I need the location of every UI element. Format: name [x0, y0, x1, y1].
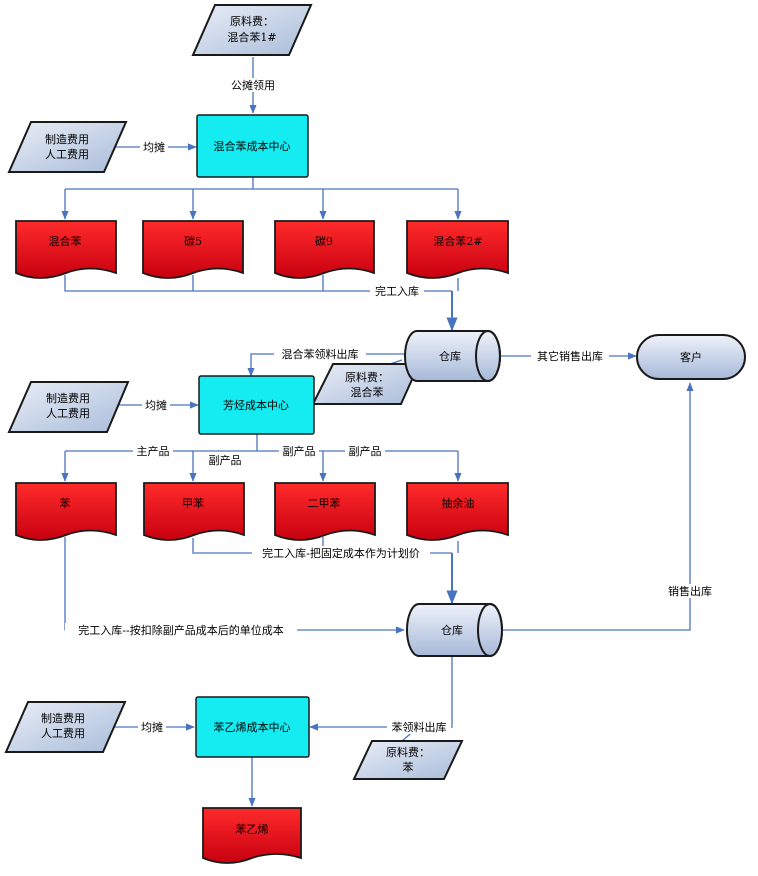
label-mix-issue: 混合苯领料出库 — [282, 347, 359, 361]
center-label: 混合苯成本中心 — [214, 139, 291, 153]
input-line: 苯 — [403, 760, 414, 774]
aro-distribution-bus — [65, 434, 458, 452]
input-line: 人工费用 — [45, 148, 89, 161]
input-line: 原料费： — [386, 745, 430, 759]
product-label: 苯 — [60, 496, 71, 510]
product-benzene: 苯 — [15, 482, 117, 541]
label-finished-row2: 完工入库-把固定成本作为计划价 — [262, 546, 420, 560]
label-finished-benzene: 完工入库--按扣除副产品成本后的单位成本 — [78, 623, 283, 637]
input-aro-cost: 制造费用 人工费用 — [7, 381, 130, 433]
input-line: 原料费： — [230, 14, 274, 28]
product-label: 混合苯2# — [433, 234, 482, 248]
warehouse-1: 仓库 — [404, 330, 501, 382]
aromatics-cost-center: 芳烃成本中心 — [198, 375, 315, 435]
styrene-cost-center: 苯乙烯成本中心 — [195, 696, 310, 758]
label-main-product: 主产品 — [137, 444, 170, 458]
product-label: 苯乙烯 — [236, 822, 269, 836]
product-raffinate: 抽余油 — [406, 482, 509, 541]
mix-benzene-cost-center: 混合苯成本中心 — [196, 114, 309, 178]
label-sales-out: 销售出库 — [668, 584, 712, 598]
customer-label: 客户 — [680, 350, 702, 364]
input-line: 人工费用 — [41, 727, 85, 740]
product-label: 抽余油 — [442, 496, 475, 510]
input-sty-cost: 制造费用 人工费用 — [4, 701, 127, 753]
product-label: 甲苯 — [182, 496, 204, 510]
input-raw-material-top: 原料费： 混合苯1# — [191, 4, 313, 56]
product-styrene: 苯乙烯 — [202, 807, 302, 864]
warehouse-label: 仓库 — [439, 349, 461, 363]
row1-collection-bus — [64, 275, 459, 292]
label-allocated-issue: 公摊领用 — [231, 78, 275, 92]
label-by-product: 副产品 — [283, 444, 316, 458]
mix-distribution-bus — [65, 177, 458, 190]
center-label: 苯乙烯成本中心 — [214, 720, 291, 734]
product-mix-benzene-2: 混合苯2# — [406, 220, 509, 279]
product-toluene: 甲苯 — [143, 482, 245, 541]
product-label: 二甲苯 — [308, 496, 341, 510]
arrow-warehouse2-to-customer — [502, 382, 694, 631]
connectors — [61, 57, 694, 807]
input-line: 制造费用 — [41, 711, 85, 725]
connector-labels: 公摊领用 均摊 完工入库 混合苯领料出库 其它销售出库 均摊 主产品 副产品 副… — [65, 78, 716, 734]
product-label: 碳5 — [184, 234, 202, 248]
product-label: 混合苯 — [49, 234, 82, 248]
input-line: 混合苯 — [351, 385, 384, 399]
product-label: 碳9 — [315, 234, 333, 248]
label-by-product: 副产品 — [209, 453, 242, 467]
warehouse-label: 仓库 — [441, 623, 463, 637]
product-c9: 碳9 — [274, 220, 375, 279]
input-bottom-raw: 原料费： 苯 — [352, 740, 464, 780]
label-by-product: 副产品 — [349, 444, 382, 458]
label-other-sales: 其它销售出库 — [537, 349, 603, 363]
input-line: 人工费用 — [46, 407, 90, 420]
center-label: 芳烃成本中心 — [223, 398, 289, 412]
label-share: 均摊 — [145, 398, 167, 412]
product-mix-benzene: 混合苯 — [15, 220, 117, 279]
label-share: 均摊 — [141, 720, 163, 734]
product-xylene: 二甲苯 — [274, 482, 376, 541]
customer-terminator: 客户 — [636, 334, 746, 380]
input-mid-raw: 原料费： 混合苯 — [311, 363, 421, 405]
warehouse-2: 仓库 — [406, 603, 503, 657]
input-line: 制造费用 — [45, 132, 89, 146]
label-finished-row1: 完工入库 — [375, 284, 419, 298]
input-line: 原料费： — [345, 370, 389, 384]
input-line: 制造费用 — [46, 391, 90, 405]
label-benzene-issue: 苯领料出库 — [392, 720, 447, 734]
arrow-warehouse2-to-sty-center — [309, 657, 453, 731]
input-mix-cost: 制造费用 人工费用 — [7, 121, 128, 173]
product-c5: 碳5 — [142, 220, 244, 279]
label-share: 均摊 — [143, 140, 165, 154]
input-line: 混合苯1# — [227, 30, 276, 44]
